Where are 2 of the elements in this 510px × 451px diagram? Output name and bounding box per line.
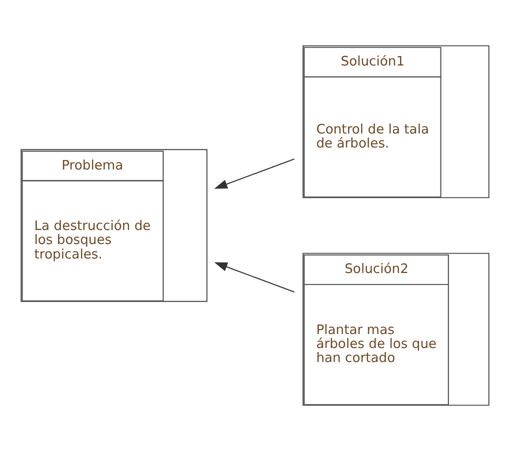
arrow	[214, 262, 294, 292]
arrow	[214, 158, 294, 189]
